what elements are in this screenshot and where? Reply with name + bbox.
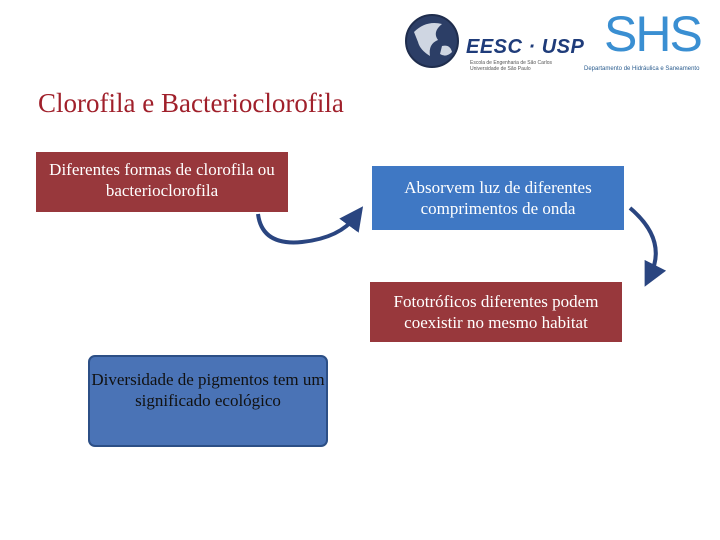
globe-icon: [405, 14, 459, 68]
shs-logo-subtitle: Departamento de Hidráulica e Saneamento: [584, 66, 700, 72]
box-diferentes-formas: Diferentes formas de clorofila ou bacter…: [36, 152, 288, 212]
eesc-usp-logo: EESC · USP Escola de Engenharia de São C…: [400, 8, 584, 76]
eesc-logo-text: EESC · USP: [466, 36, 585, 58]
shs-logo: SHS Departamento de Hidráulica e Saneame…: [584, 6, 718, 76]
arrow-formas-to-absorvem: [256, 206, 364, 245]
box-diversidade-pigmentos: Diversidade de pigmentos tem um signific…: [88, 355, 328, 447]
shs-logo-text: SHS: [604, 6, 703, 62]
slide-title: Clorofila e Bacterioclorofila: [38, 88, 344, 118]
eesc-logo-subtitle: Escola de Engenharia de São Carlos Unive…: [470, 60, 552, 72]
box-absorvem-luz: Absorvem luz de diferentes comprimentos …: [372, 166, 624, 230]
box-fototroficos: Fototróficos diferentes podem coexistir …: [370, 282, 622, 342]
arrow-absorvem-to-fototroficos: [628, 206, 667, 287]
